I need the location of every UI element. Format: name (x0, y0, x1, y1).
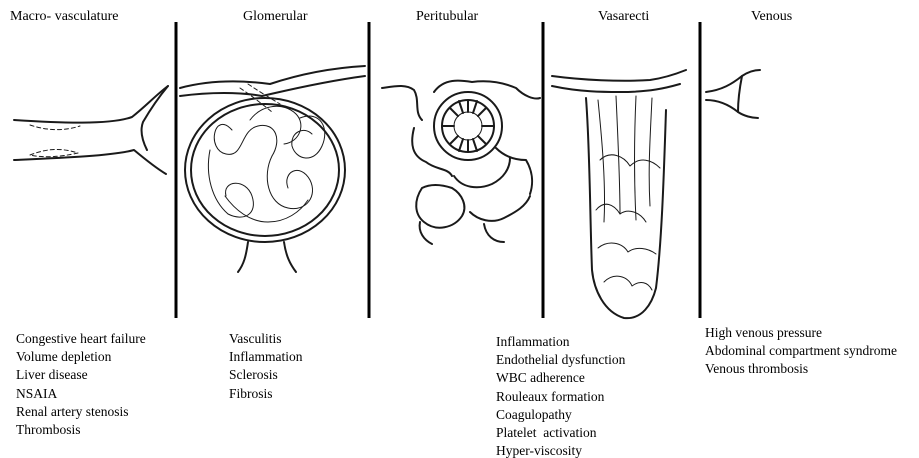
list-item: Sclerosis (229, 366, 302, 384)
list-item: NSAIA (16, 385, 146, 403)
list-item: Coagulopathy (496, 406, 625, 424)
list-item: Rouleaux formation (496, 388, 625, 406)
list-item: Renal artery stenosis (16, 403, 146, 421)
venous-factor-list: High venous pressure Abdominal compartme… (705, 324, 897, 379)
list-item: Venous thrombosis (705, 360, 897, 378)
list-item: Hyper-viscosity (496, 442, 625, 458)
list-item: Platelet activation (496, 424, 625, 442)
heading-macro-vasculature: Macro- vasculature (10, 9, 118, 25)
list-item: Endothelial dysfunction (496, 351, 625, 369)
vasarecti-factor-list: Inflammation Endothelial dysfunction WBC… (496, 333, 625, 458)
list-item: Congestive heart failure (16, 330, 146, 348)
macro-vasculature-factor-list: Congestive heart failure Volume depletio… (16, 330, 146, 439)
glomerulus-illustration (180, 66, 365, 272)
list-item: WBC adherence (496, 369, 625, 387)
venous-illustration (706, 70, 760, 118)
list-item: Thrombosis (16, 421, 146, 439)
heading-venous: Venous (751, 9, 792, 25)
peritubular-illustration (382, 81, 540, 244)
list-item: High venous pressure (705, 324, 897, 342)
heading-vasarecti: Vasarecti (598, 9, 649, 25)
list-item: Inflammation (229, 348, 302, 366)
list-item: Vasculitis (229, 330, 302, 348)
vasa-recta-illustration (552, 70, 686, 318)
list-item: Abdominal compartment syndrome (705, 342, 897, 360)
list-item: Fibrosis (229, 385, 302, 403)
heading-glomerular: Glomerular (243, 9, 308, 25)
list-item: Liver disease (16, 366, 146, 384)
list-item: Volume depletion (16, 348, 146, 366)
heading-peritubular: Peritubular (416, 9, 478, 25)
list-item: Inflammation (496, 333, 625, 351)
macro-vessel-illustration (14, 86, 168, 174)
glomerular-factor-list: Vasculitis Inflammation Sclerosis Fibros… (229, 330, 302, 403)
